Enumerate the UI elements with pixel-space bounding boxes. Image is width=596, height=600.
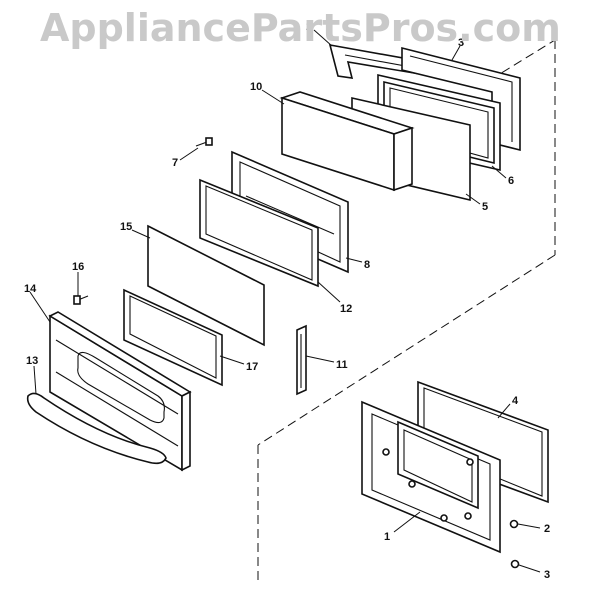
callout-6: 6	[508, 175, 514, 187]
callout-15: 15	[120, 221, 132, 233]
callout-4: 4	[512, 395, 519, 407]
part-11-hinge-bracket	[296, 324, 307, 396]
callout-13: 13	[26, 355, 38, 367]
callout-17: 17	[246, 361, 258, 373]
callout-labels: 2 3 10 6 5 7 8 12 15 16 14 17 11 13 4 1 …	[24, 21, 550, 581]
site-watermark: AppliancePartsPros.com	[40, 6, 561, 50]
callout-11: 11	[336, 359, 348, 371]
part-1-door-liner	[361, 400, 501, 554]
callout-8: 8	[364, 259, 370, 271]
part-14-outer-door-panel	[48, 311, 192, 472]
callout-2-bottom: 2	[544, 523, 550, 535]
callout-2-top: 2	[306, 21, 312, 33]
part-3-fastener	[510, 559, 520, 569]
leader-lines	[29, 29, 541, 573]
part-15-outer-glass	[147, 224, 265, 347]
part-12-window-glass	[199, 178, 319, 288]
callout-5: 5	[482, 201, 488, 213]
part-17-window-gasket	[123, 288, 223, 387]
callout-7: 7	[172, 157, 178, 169]
callout-16: 16	[72, 261, 84, 273]
callout-10: 10	[250, 81, 262, 93]
callout-12: 12	[340, 303, 352, 315]
part-16-screw	[73, 295, 89, 305]
part-7-screw	[195, 137, 213, 147]
part-2-fastener	[509, 519, 519, 529]
part-13-door-handle	[26, 392, 167, 465]
part-10-insulation	[279, 91, 415, 192]
callout-14: 14	[24, 283, 37, 295]
callout-3-top: 3	[458, 37, 464, 49]
callout-1: 1	[384, 531, 390, 543]
assembly-boundary	[257, 39, 556, 580]
callout-3-bottom: 3	[544, 569, 550, 581]
